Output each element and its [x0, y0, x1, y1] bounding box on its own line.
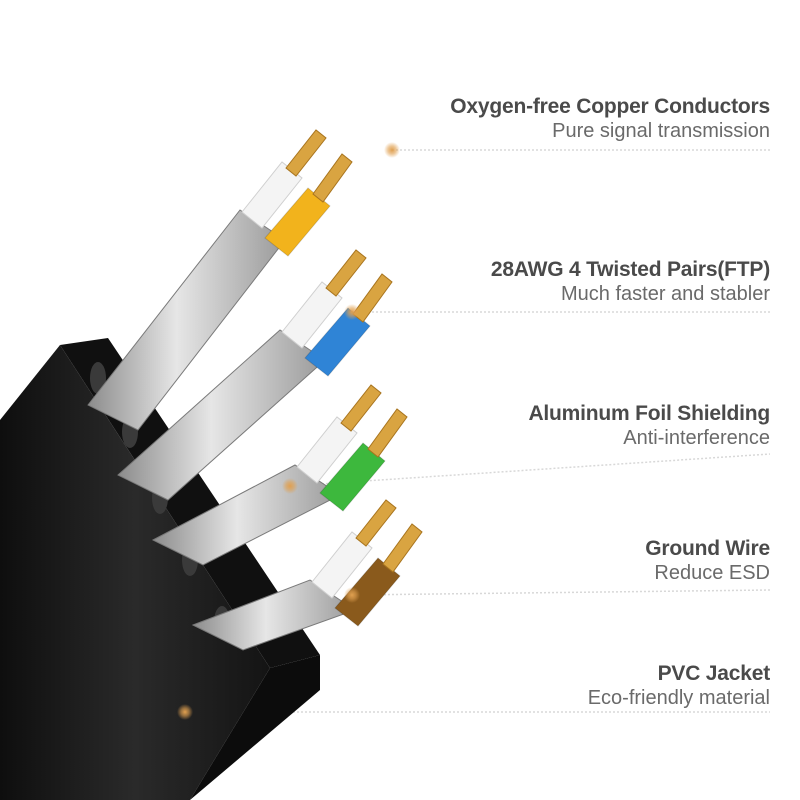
copper-conductor — [285, 129, 327, 177]
twisted-pair-4 — [191, 499, 423, 651]
callout-title: Ground Wire — [645, 537, 770, 560]
colored-wire — [304, 307, 371, 377]
copper-conductor — [325, 249, 367, 297]
colored-wire — [319, 442, 386, 512]
copper-conductor — [367, 408, 408, 458]
callout-subtitle: Anti-interference — [623, 427, 770, 449]
twisted-pairs — [87, 129, 423, 651]
white-wire — [281, 281, 343, 349]
callout-twisted-pairs: 28AWG 4 Twisted Pairs(FTP) Much faster a… — [491, 258, 770, 306]
callout-title: Oxygen-free Copper Conductors — [450, 95, 770, 118]
white-wire — [296, 416, 358, 484]
callout-title: PVC Jacket — [657, 662, 771, 685]
colored-wire — [264, 187, 331, 257]
callout-title: Aluminum Foil Shielding — [528, 402, 770, 425]
accent-dots — [177, 142, 400, 720]
white-wire — [241, 161, 303, 229]
callout-ground-wire: Ground Wire Reduce ESD — [645, 537, 770, 585]
colored-wire — [334, 557, 401, 627]
callout-copper-conductors: Oxygen-free Copper Conductors Pure signa… — [450, 95, 770, 143]
copper-conductor — [312, 153, 353, 203]
copper-conductor — [355, 499, 397, 547]
callout-subtitle: Much faster and stabler — [561, 283, 770, 305]
copper-conductor — [340, 384, 382, 432]
callout-title: 28AWG 4 Twisted Pairs(FTP) — [490, 258, 770, 281]
copper-conductor — [382, 523, 423, 573]
callout-subtitle: Eco-friendly material — [587, 687, 770, 709]
copper-conductor — [352, 273, 393, 323]
white-wire — [311, 531, 373, 599]
callout-foil-shielding: Aluminum Foil Shielding Anti-interferenc… — [528, 402, 770, 450]
twisted-pair-2 — [117, 249, 393, 501]
twisted-pair-1 — [87, 129, 353, 431]
callout-subtitle: Pure signal transmission — [552, 120, 770, 142]
callout-subtitle: Reduce ESD — [654, 562, 770, 584]
callout-pvc-jacket: PVC Jacket Eco-friendly material — [588, 662, 770, 710]
